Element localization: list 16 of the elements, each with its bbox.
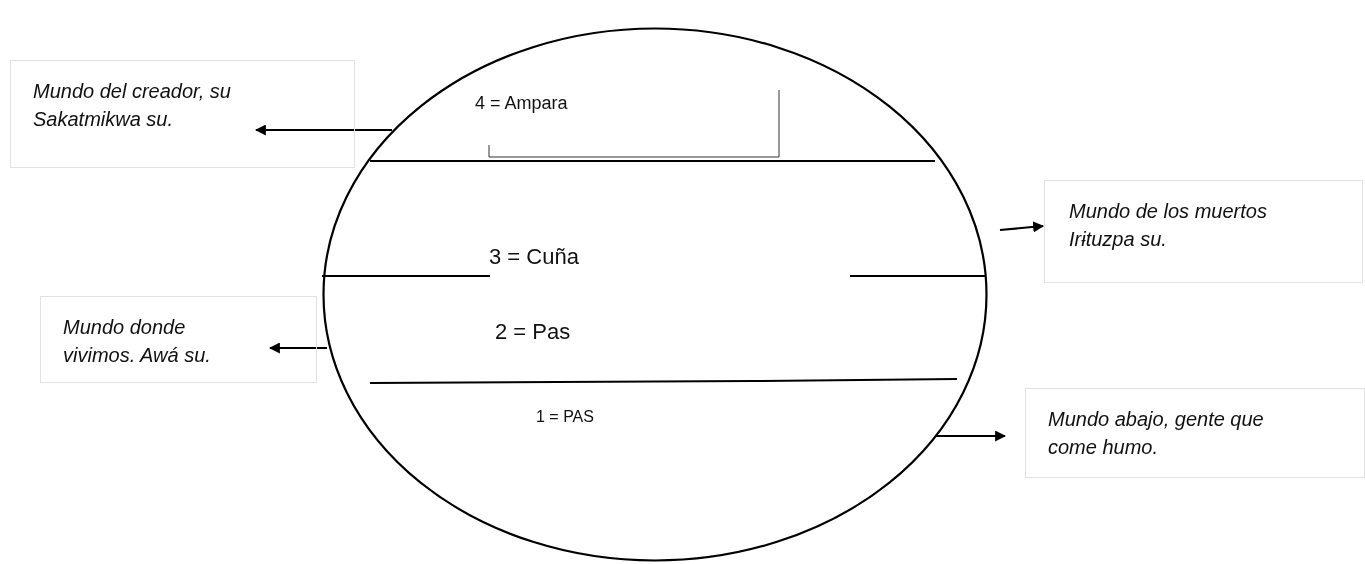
callout-text: Mundo de los muertos Irɨtuzpa su.: [1069, 199, 1268, 252]
arrow: [254, 124, 392, 136]
layer-label: 2 = Pas: [495, 319, 571, 345]
layer-label: 1 = PAS: [536, 408, 594, 426]
arrow: [999, 221, 1045, 233]
layer-label: 3 = Cuña: [489, 244, 579, 270]
text-box: [1044, 180, 1363, 283]
text-box: [1025, 388, 1365, 478]
layer-label: 4 = Ampara: [475, 93, 568, 114]
text-box: [10, 60, 355, 168]
text-box: [40, 296, 317, 383]
arrow: [935, 430, 1007, 442]
callout-text: Mundo donde vivimos. Awá su.: [63, 315, 212, 368]
callout-text: Mundo abajo, gente que come humo.: [1048, 407, 1265, 460]
arrow: [268, 342, 327, 354]
callout-text: Mundo del creador, su Sakatmikwa su.: [33, 79, 232, 132]
